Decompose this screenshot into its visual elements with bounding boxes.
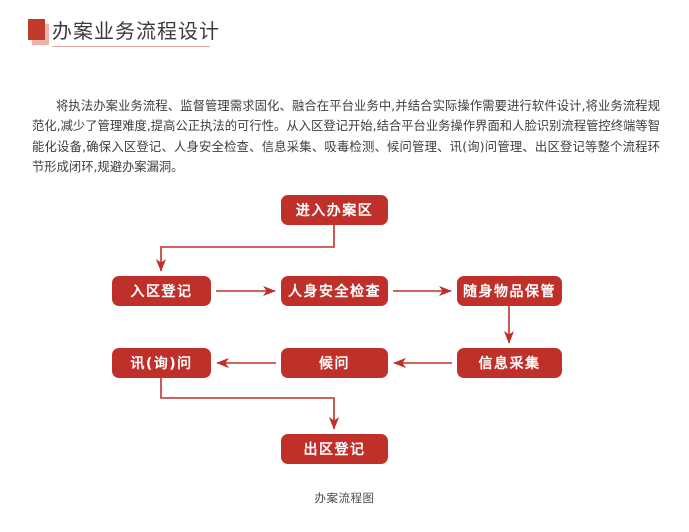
edge-enter-to-reg	[155, 225, 335, 272]
body-paragraph: 将执法办案业务流程、监督管理需求固化、融合在平台业务中,并结合实际操作需要进行软…	[32, 99, 660, 175]
flowchart: 进入办案区 入区登记 人身安全检查 随身物品保管 讯(询)问 候问 信息采集 出…	[0, 180, 689, 505]
flowchart-connectors	[155, 225, 515, 430]
flow-node-inquiry[interactable]: 讯(询)问	[112, 348, 211, 378]
flow-node-reg[interactable]: 入区登记	[112, 276, 211, 306]
flow-node-safety[interactable]: 人身安全检查	[281, 276, 388, 306]
edge-inquiry-to-exit	[160, 378, 340, 430]
title-underline	[52, 46, 210, 47]
page-title: 办案业务流程设计	[52, 19, 220, 43]
flow-node-enter[interactable]: 进入办案区	[281, 195, 388, 225]
flow-node-wait[interactable]: 候问	[281, 348, 388, 378]
flow-node-collect[interactable]: 信息采集	[457, 348, 562, 378]
flow-node-belong[interactable]: 随身物品保管	[457, 276, 562, 306]
flowchart-caption: 办案流程图	[314, 491, 375, 505]
title-marker-icon	[28, 19, 45, 40]
flow-node-exit[interactable]: 出区登记	[281, 434, 388, 464]
